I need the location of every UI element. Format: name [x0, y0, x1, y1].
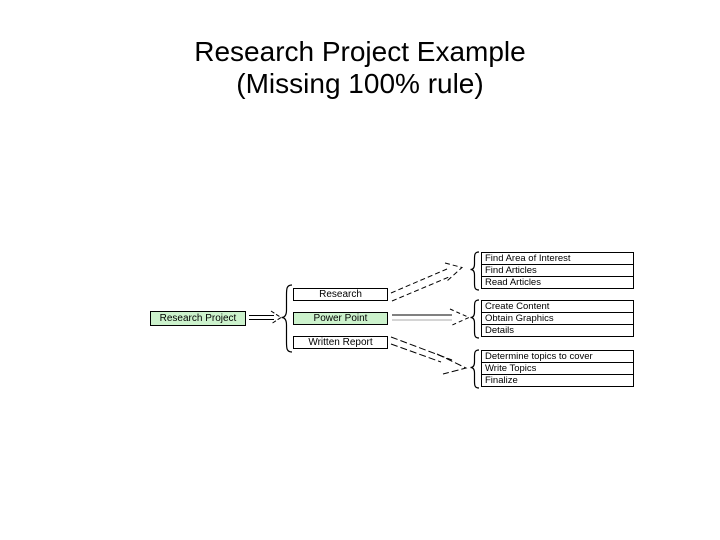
arrow-research-to-leaves	[390, 262, 464, 302]
arrow-writtenreport-to-leaves	[390, 336, 468, 375]
title-line-1: Research Project Example	[194, 36, 526, 67]
brace-leaves-3	[470, 349, 480, 389]
wbs-branch-writtenreport: Written Report	[293, 336, 388, 349]
arrow-powerpoint-to-leaves	[392, 308, 471, 327]
wbs-leaf-group-research: Find Area of Interest Find Articles Read…	[481, 252, 634, 289]
wbs-leaf-group-writtenreport: Determine topics to cover Write Topics F…	[481, 350, 634, 387]
brace-leaves-1	[470, 251, 480, 291]
wbs-leaf-row: Details	[481, 324, 634, 337]
wbs-leaf-row: Finalize	[481, 374, 634, 387]
arrow-root-to-branches	[249, 310, 282, 325]
brace-branches	[281, 284, 293, 353]
title-line-2: (Missing 100% rule)	[236, 68, 484, 99]
wbs-leaf-group-powerpoint: Create Content Obtain Graphics Details	[481, 300, 634, 337]
wbs-root-node: Research Project	[150, 311, 246, 326]
slide-title: Research Project Example (Missing 100% r…	[0, 36, 720, 100]
wbs-leaf-row: Read Articles	[481, 276, 634, 289]
wbs-branch-research: Research	[293, 288, 388, 301]
wbs-branch-powerpoint: Power Point	[293, 312, 388, 325]
brace-leaves-2	[470, 299, 480, 339]
